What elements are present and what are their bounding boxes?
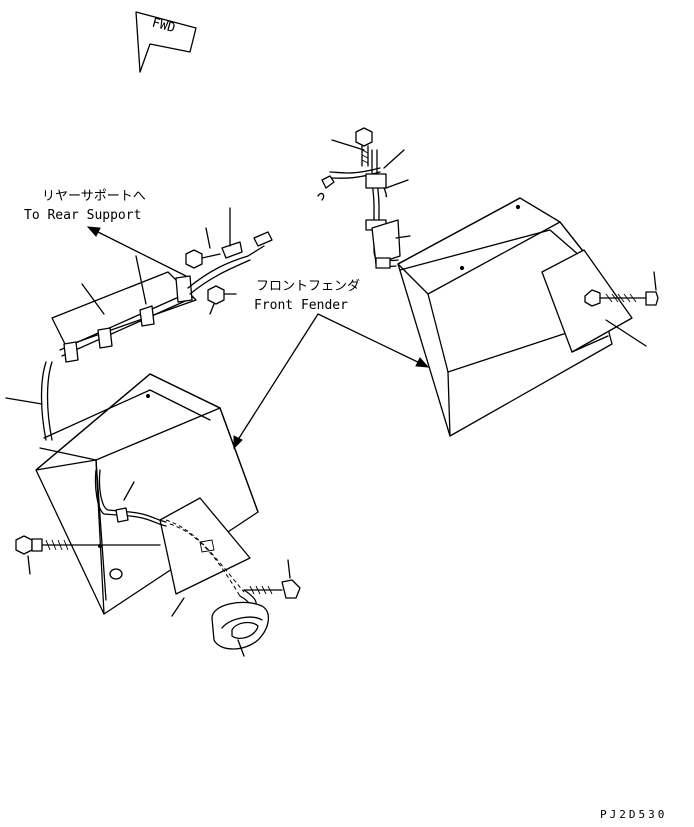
rear-support-jp: リヤーサポートへ xyxy=(42,189,146,204)
right-fender xyxy=(317,127,659,437)
rear-harness xyxy=(5,207,273,441)
front-fender-jp: フロントフェンダ xyxy=(256,279,360,294)
bolt-icon xyxy=(355,127,373,167)
left-fender xyxy=(15,373,301,657)
lamp-icon xyxy=(211,601,269,650)
bolt-icon xyxy=(15,535,161,555)
drawing-code: PJ2D530 xyxy=(600,808,667,821)
leader-line xyxy=(317,313,427,367)
bolt-icon xyxy=(185,249,237,305)
leader-line xyxy=(233,313,319,447)
bolt-icon xyxy=(243,579,301,599)
front-fender-en: Front Fender xyxy=(254,298,348,313)
fwd-arrow-icon: FWD xyxy=(135,11,197,73)
rear-support-en: To Rear Support xyxy=(24,208,141,223)
bolt-icon xyxy=(584,289,659,307)
fwd-label: FWD xyxy=(150,16,177,37)
